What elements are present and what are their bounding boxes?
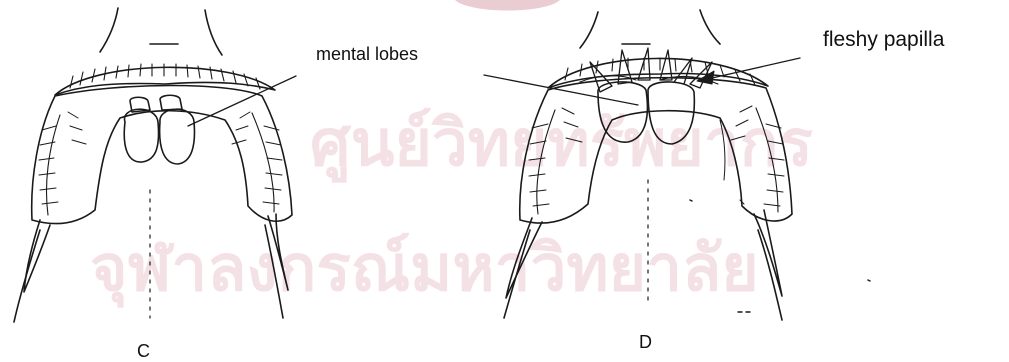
head-outline-d: [580, 12, 598, 48]
mental-lobes-label: mental lobes: [316, 45, 418, 63]
watermark-seal: [455, 0, 560, 11]
mental-lobe-c-right: [160, 109, 195, 164]
panel-c-label: C: [137, 342, 150, 360]
head-outline-c: [100, 8, 118, 52]
fleshy-papilla-label: fleshy papilla: [823, 29, 944, 50]
fleshy-papilla-arrow-line: [712, 58, 800, 78]
panel-d-label: D: [639, 333, 652, 351]
mental-lobe-c-left: [124, 109, 158, 162]
watermark-line-2: จุฬาลงกรณ์มหาวิทยาลัย: [90, 232, 759, 308]
barbel-c-left: [24, 220, 50, 292]
watermark: ศูนย์วิทยทรัพยากร จุฬาลงกรณ์มหาวิทยาลัย: [90, 0, 813, 308]
body-outline-c: [14, 230, 40, 322]
